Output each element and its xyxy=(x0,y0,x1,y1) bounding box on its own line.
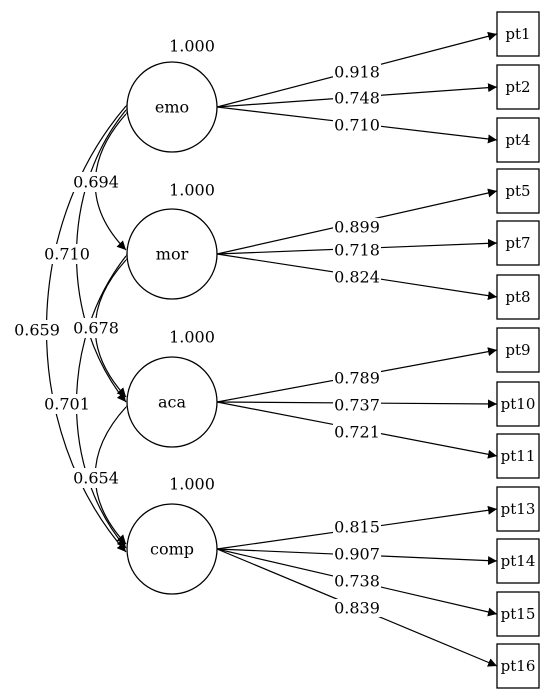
indicator-label-pt8: pt8 xyxy=(505,288,530,306)
indicator-box-pt2 xyxy=(496,64,540,110)
latent-node-comp xyxy=(126,503,218,595)
loading-label-bg xyxy=(333,396,381,414)
indicator-box-pt10 xyxy=(496,381,540,427)
correlation-label-emo-comp: 0.659 xyxy=(14,321,60,340)
loading-label-bg xyxy=(333,218,381,236)
loading-label-bg xyxy=(333,423,381,441)
latent-node-aca xyxy=(126,356,218,448)
loading-label-pt9: 0.789 xyxy=(334,369,380,388)
indicator-box-pt4 xyxy=(496,117,540,163)
loading-label-pt2: 0.748 xyxy=(334,89,380,108)
indicator-box-pt15 xyxy=(496,591,540,637)
indicator-label-pt2: pt2 xyxy=(505,78,530,96)
indicator-label-pt1: pt1 xyxy=(505,25,530,43)
correlation-label-bg xyxy=(72,172,120,192)
indicator-box-pt13 xyxy=(496,486,540,532)
variance-label-aca: 1.000 xyxy=(169,328,215,347)
indicator-label-pt5: pt5 xyxy=(505,182,530,200)
correlation-label-bg xyxy=(72,468,120,488)
variance-label-comp: 1.000 xyxy=(169,475,215,494)
loading-label-bg xyxy=(333,369,381,387)
loading-label-pt1: 0.918 xyxy=(334,63,380,82)
loading-label-bg xyxy=(333,268,381,286)
indicator-label-pt16: pt16 xyxy=(501,657,536,675)
indicator-label-pt11: pt11 xyxy=(501,447,536,465)
latent-label-aca: aca xyxy=(158,393,187,412)
loading-label-bg xyxy=(333,545,381,563)
indicator-box-pt1 xyxy=(496,11,540,57)
latent-node-mor xyxy=(126,208,218,300)
indicator-label-pt15: pt15 xyxy=(501,605,536,623)
latent-label-emo: emo xyxy=(155,98,189,117)
indicator-box-pt5 xyxy=(496,168,540,214)
indicator-label-pt10: pt10 xyxy=(501,395,536,413)
indicator-label-pt13: pt13 xyxy=(501,500,536,518)
indicator-label-pt7: pt7 xyxy=(505,234,530,252)
variance-label-emo: 1.000 xyxy=(169,37,215,56)
correlation-label-emo-aca: 0.710 xyxy=(44,245,90,264)
loading-label-bg xyxy=(333,241,381,259)
loading-label-bg xyxy=(333,572,381,590)
indicator-box-pt8 xyxy=(496,274,540,320)
correlation-label-bg xyxy=(72,318,120,338)
correlation-label-aca-comp: 0.654 xyxy=(73,469,119,488)
indicator-box-pt11 xyxy=(496,433,540,479)
indicator-box-pt9 xyxy=(496,327,540,373)
latent-label-mor: mor xyxy=(156,245,189,264)
loading-label-pt8: 0.824 xyxy=(334,268,380,287)
loading-label-pt14: 0.907 xyxy=(334,545,380,564)
loading-label-pt5: 0.899 xyxy=(334,218,380,237)
loading-label-bg xyxy=(333,63,381,81)
variance-label-mor: 1.000 xyxy=(169,181,215,200)
loading-label-pt10: 0.737 xyxy=(334,396,380,415)
indicator-label-pt9: pt9 xyxy=(505,341,530,359)
indicator-label-pt4: pt4 xyxy=(505,131,530,149)
latent-node-emo xyxy=(126,61,218,153)
indicator-box-pt7 xyxy=(496,220,540,266)
loading-label-pt13: 0.815 xyxy=(334,518,380,537)
loading-label-bg xyxy=(333,89,381,107)
correlation-label-bg xyxy=(43,394,91,414)
loading-label-pt11: 0.721 xyxy=(334,423,380,442)
indicator-box-pt14 xyxy=(496,538,540,584)
loading-label-pt7: 0.718 xyxy=(334,241,380,260)
correlation-label-emo-mor: 0.694 xyxy=(73,173,119,192)
loading-label-pt16: 0.839 xyxy=(334,599,380,618)
loading-label-pt15: 0.738 xyxy=(334,572,380,591)
correlation-label-mor-aca: 0.678 xyxy=(73,319,119,338)
correlation-label-bg xyxy=(43,244,91,264)
loading-label-pt4: 0.710 xyxy=(334,116,380,135)
correlation-label-mor-comp: 0.701 xyxy=(44,395,90,414)
correlation-label-bg xyxy=(13,320,61,340)
loading-label-bg xyxy=(333,518,381,536)
indicator-label-pt14: pt14 xyxy=(501,552,536,570)
loading-label-bg xyxy=(333,116,381,134)
loading-label-bg xyxy=(333,599,381,617)
latent-label-comp: comp xyxy=(150,540,194,559)
indicator-box-pt16 xyxy=(496,643,540,689)
